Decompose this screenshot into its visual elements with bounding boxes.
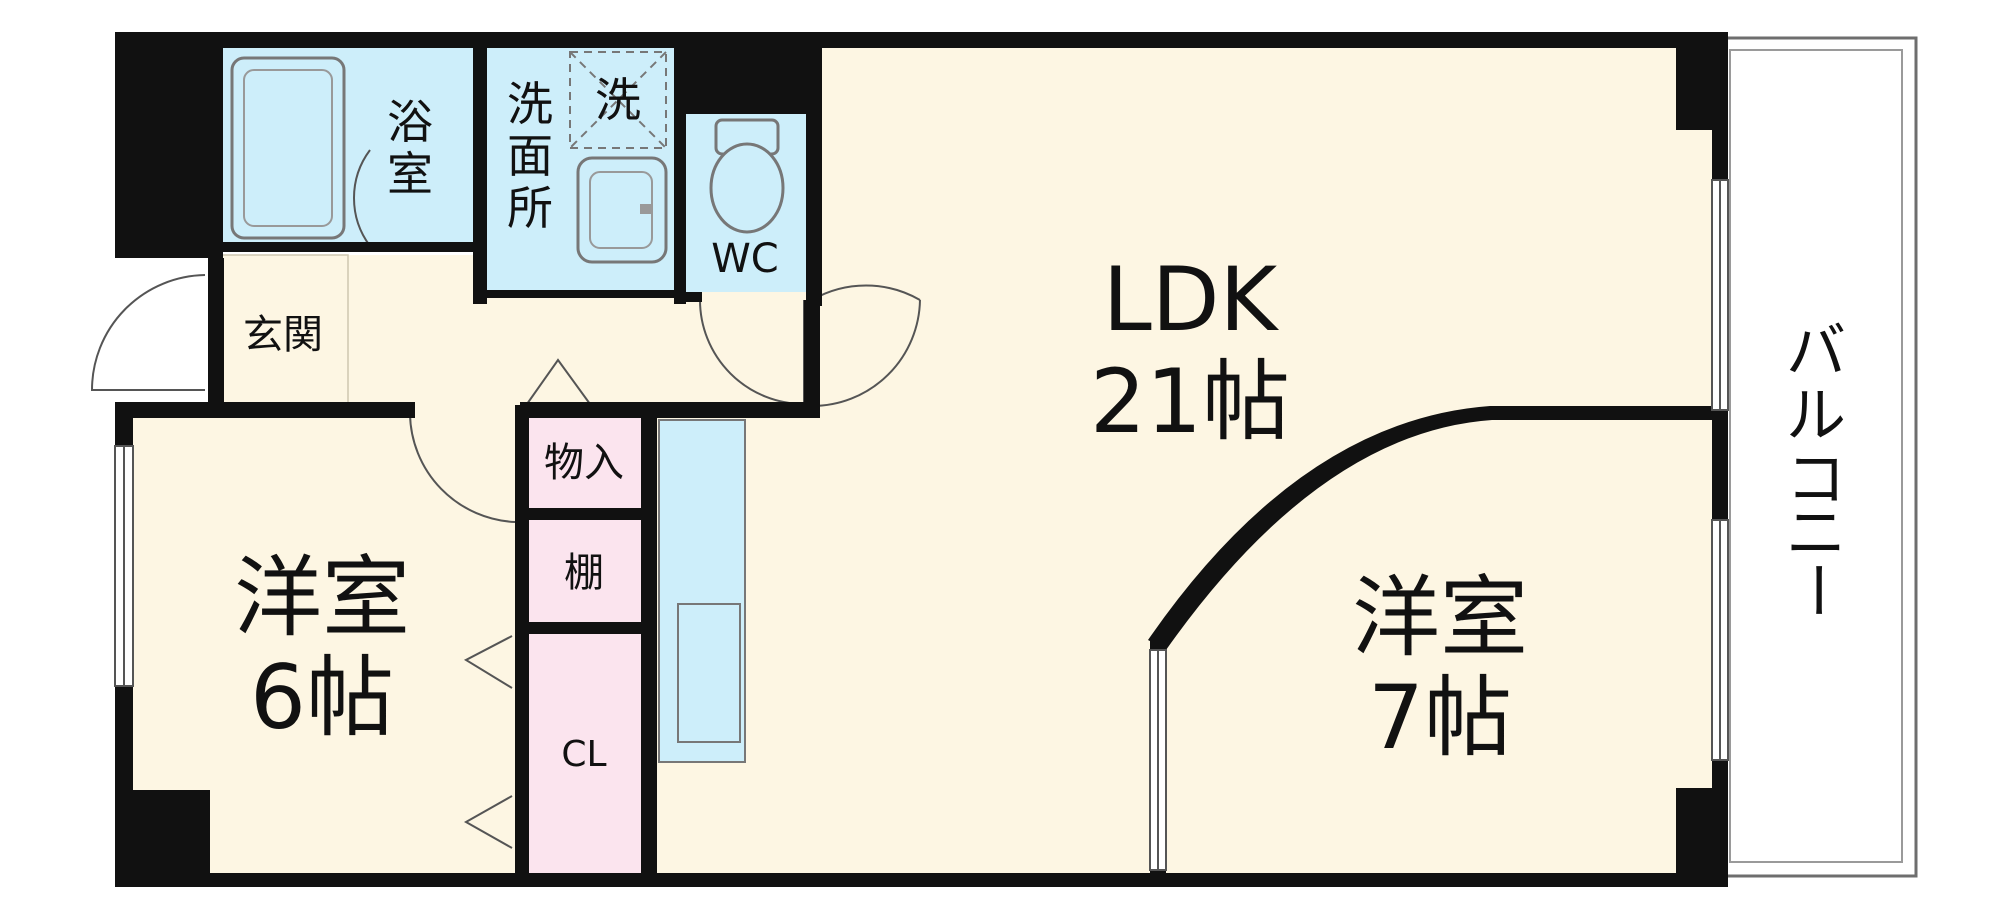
western-6-size: 6帖 xyxy=(250,646,394,749)
balcony-label-4: ニ xyxy=(1786,499,1846,569)
ldk-size: 21帖 xyxy=(1090,350,1290,453)
kitchen-sink xyxy=(677,603,741,743)
shelf-label: 棚 xyxy=(564,550,604,596)
western-7-size: 7帖 xyxy=(1368,666,1512,769)
room-labels: LDK 21帖 洋室 6帖 洋室 7帖 浴 室 洗 面 所 洗 WC 玄関 物入… xyxy=(234,73,1851,775)
balcony-label-5: ー xyxy=(1781,560,1851,620)
toilet-bowl xyxy=(709,142,785,234)
wash-basin xyxy=(576,156,668,264)
ldk-name: LDK xyxy=(1103,248,1280,351)
windows xyxy=(114,179,1729,871)
balcony xyxy=(1714,36,1918,878)
walls xyxy=(115,32,1728,887)
bath-label-2: 室 xyxy=(387,147,433,201)
closet-label: CL xyxy=(561,734,606,775)
bathtub xyxy=(230,56,346,240)
bath-label-1: 浴 xyxy=(387,95,433,149)
balcony-label-3: コ xyxy=(1786,445,1846,515)
bathtub-inner xyxy=(243,69,333,227)
fixtures xyxy=(230,51,785,264)
entrance-label: 玄関 xyxy=(243,312,323,358)
western-6-name: 洋室 xyxy=(234,546,410,649)
washroom-label-1: 洗 xyxy=(507,77,553,131)
wc-label: WC xyxy=(711,236,778,282)
washer-space xyxy=(569,51,667,149)
storage-floor xyxy=(527,412,641,508)
entrance-floor xyxy=(221,254,349,406)
ldk-floor xyxy=(650,46,1716,876)
washroom-label-2: 面 xyxy=(507,129,553,183)
balcony-label-2: ル xyxy=(1786,381,1846,451)
western-7-name: 洋室 xyxy=(1352,566,1528,669)
shelf-floor xyxy=(527,520,641,622)
washer-label: 洗 xyxy=(595,73,641,127)
storage-label: 物入 xyxy=(544,440,624,486)
closet-floor xyxy=(527,634,641,876)
balcony-label-1: バ xyxy=(1786,317,1846,387)
washroom-label-3: 所 xyxy=(507,181,553,235)
